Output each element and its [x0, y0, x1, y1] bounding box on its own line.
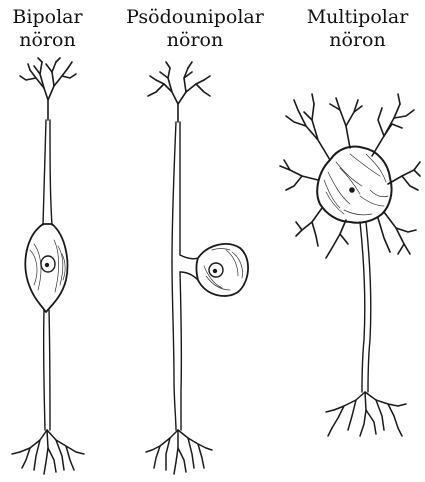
bipolar-terminal-branches	[12, 430, 84, 474]
bipolar-upper-process	[43, 120, 52, 225]
multipolar-neuron-illustration	[280, 94, 420, 436]
pseudounipolar-central-fiber	[172, 262, 181, 430]
bipolar-lower-process	[44, 310, 50, 430]
multipolar-axon	[360, 222, 371, 392]
bipolar-cell-body	[25, 224, 67, 312]
pseudounipolar-nucleolus	[213, 269, 217, 273]
multipolar-cell-body-shading	[324, 154, 388, 215]
pseudounipolar-stem	[180, 255, 198, 280]
pseudounipolar-peripheral-fiber	[172, 122, 180, 262]
pseudounipolar-dendrites	[148, 62, 210, 122]
bipolar-neuron-illustration	[12, 58, 84, 474]
multipolar-dendrites	[280, 94, 420, 258]
bipolar-dendrites	[20, 58, 76, 120]
pseudounipolar-neuron-illustration	[146, 62, 248, 474]
multipolar-terminal-branches	[326, 392, 406, 436]
multipolar-nucleolus	[349, 187, 355, 193]
bipolar-nucleolus	[45, 263, 49, 267]
pseudounipolar-terminal-branches	[146, 430, 212, 474]
